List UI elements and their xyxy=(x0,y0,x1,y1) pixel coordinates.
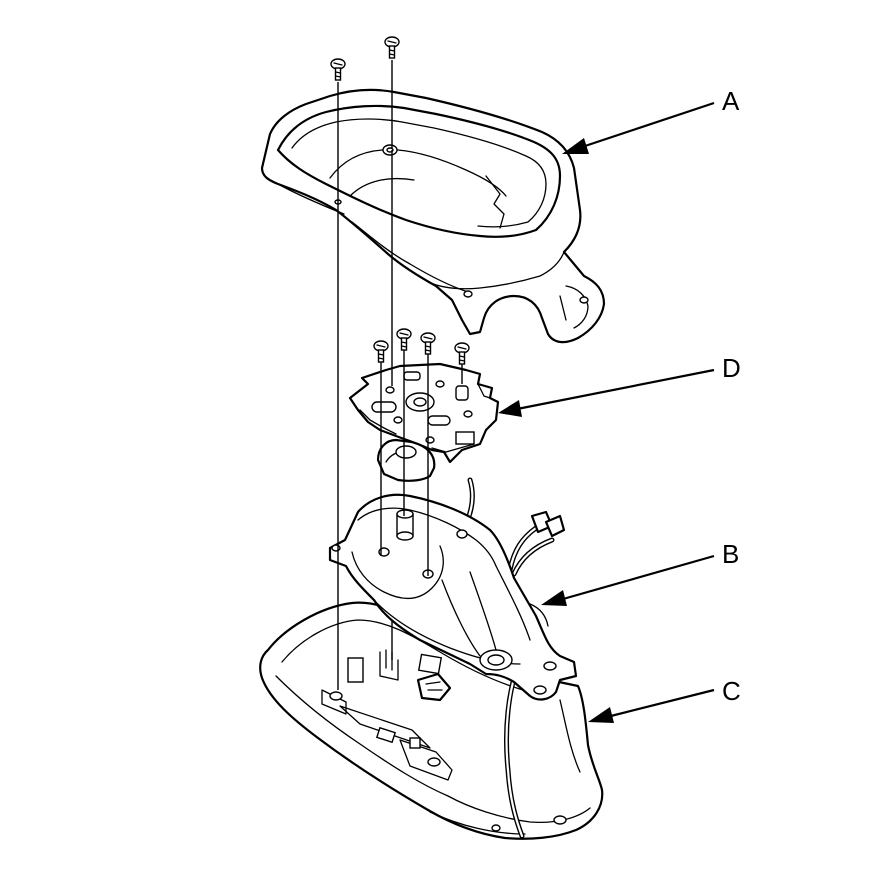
wire-harness xyxy=(455,477,566,839)
screw-icon xyxy=(454,342,470,365)
callout-leaders xyxy=(498,101,715,723)
screw-icon xyxy=(373,340,389,363)
callout-label-c: C xyxy=(722,676,741,706)
arrowhead-d xyxy=(498,400,522,417)
screw-icon xyxy=(396,328,412,351)
arrowhead-a xyxy=(562,138,589,154)
screw-icon xyxy=(384,36,400,59)
arrowhead-c xyxy=(588,707,614,723)
upper-trim-part-a xyxy=(260,88,606,344)
callout-label-a: A xyxy=(722,86,740,116)
indicator-plate-part-d xyxy=(348,362,500,482)
leader-line-c xyxy=(602,688,715,720)
callout-label-b: B xyxy=(722,539,740,569)
screw-icon xyxy=(420,332,436,355)
leader-line-a xyxy=(575,101,715,151)
leader-line-b xyxy=(555,554,715,603)
arrowhead-b xyxy=(541,590,567,606)
callout-label-d: D xyxy=(722,353,741,383)
screw-set xyxy=(330,36,470,690)
shift-bracket-part-b xyxy=(328,493,578,701)
leader-line-d xyxy=(511,368,715,412)
screw-icon xyxy=(330,58,346,81)
